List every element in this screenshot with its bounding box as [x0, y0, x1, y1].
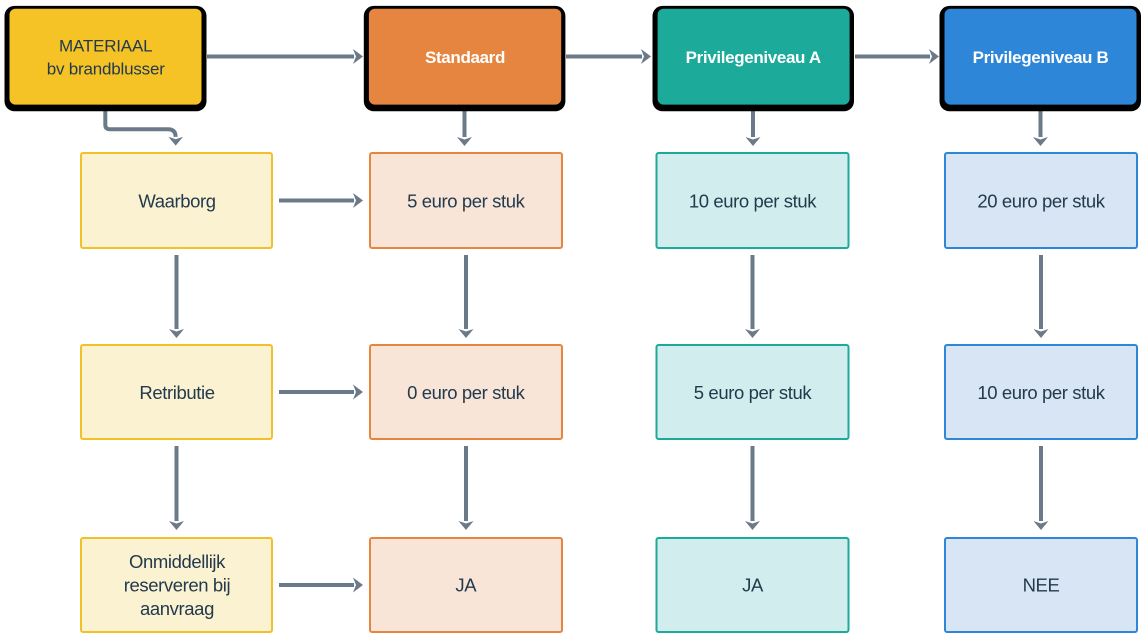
svg-text:Waarborg: Waarborg — [138, 191, 215, 212]
svg-text:Onmiddellijk: Onmiddellijk — [129, 551, 226, 572]
svg-text:10 euro per stuk: 10 euro per stuk — [977, 382, 1105, 403]
svg-text:MATERIAAL: MATERIAAL — [59, 36, 152, 55]
svg-text:reserveren bij: reserveren bij — [124, 575, 230, 596]
svg-text:bv brandblusser: bv brandblusser — [47, 60, 165, 79]
svg-text:Retributie: Retributie — [139, 382, 214, 403]
svg-text:Standaard: Standaard — [425, 48, 505, 67]
svg-text:5 euro per stuk: 5 euro per stuk — [694, 382, 813, 403]
svg-text:20 euro per stuk: 20 euro per stuk — [977, 191, 1105, 212]
svg-text:JA: JA — [455, 575, 477, 596]
svg-text:Privilegeniveau B: Privilegeniveau B — [973, 48, 1109, 67]
svg-text:NEE: NEE — [1023, 575, 1060, 596]
svg-text:JA: JA — [742, 575, 764, 596]
svg-text:10 euro per stuk: 10 euro per stuk — [689, 191, 817, 212]
svg-text:5 euro per stuk: 5 euro per stuk — [407, 191, 526, 212]
svg-text:Privilegeniveau A: Privilegeniveau A — [686, 48, 821, 67]
svg-text:aanvraag: aanvraag — [140, 598, 214, 619]
svg-text:0 euro per stuk: 0 euro per stuk — [407, 382, 526, 403]
